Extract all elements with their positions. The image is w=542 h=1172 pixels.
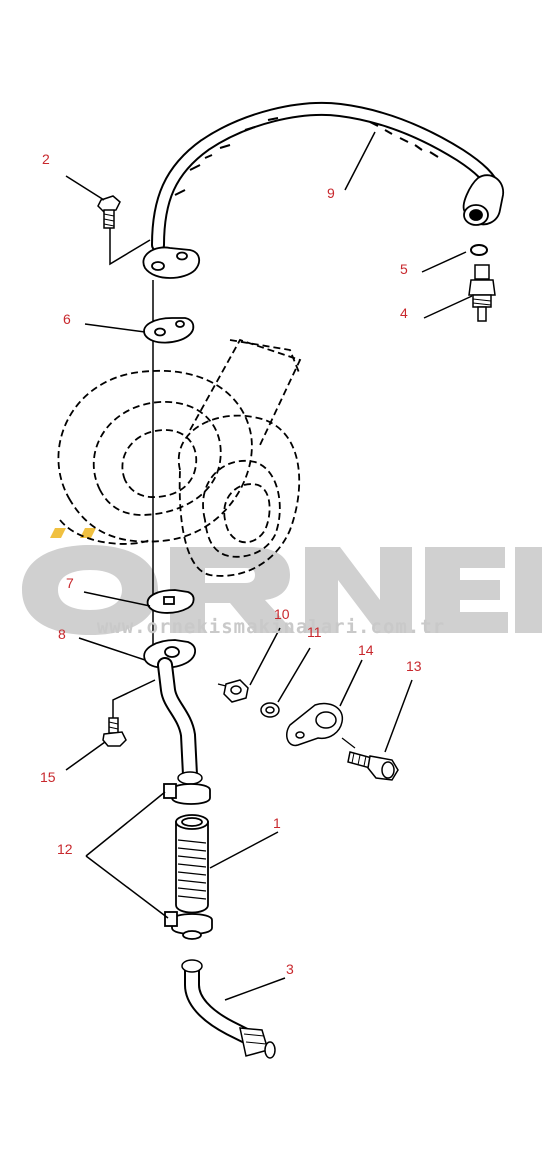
clip-14-axis — [341, 737, 356, 749]
callout-4: 4 — [400, 305, 408, 321]
leader-lines — [65, 131, 473, 1001]
nut-10-axis — [217, 683, 227, 687]
clip-14 — [286, 702, 344, 747]
pipe-3-end-fitting — [181, 959, 276, 1059]
drain-pipe-lower — [184, 962, 258, 1046]
clamp-12-upper — [163, 783, 211, 805]
watermark-logo — [22, 528, 542, 635]
pipe-collar — [177, 771, 203, 785]
bolt-13 — [347, 751, 399, 781]
callout-12: 12 — [57, 841, 73, 857]
callout-5: 5 — [400, 261, 408, 277]
callout-10: 10 — [274, 606, 290, 622]
washer-5 — [470, 244, 488, 256]
gasket-6 — [143, 317, 195, 344]
union-4 — [468, 264, 496, 322]
bolt-2-leader-bracket — [109, 228, 151, 266]
hose-1 — [175, 814, 209, 914]
gasket-7 — [146, 589, 195, 614]
callout-7: 7 — [66, 575, 74, 591]
washer-11 — [260, 702, 280, 718]
callout-13: 13 — [406, 658, 422, 674]
flange-8 — [143, 639, 197, 669]
callout-15: 15 — [40, 769, 56, 785]
callout-2: 2 — [42, 151, 50, 167]
drain-pipe-upper — [157, 657, 198, 783]
top-flange — [142, 246, 201, 279]
nut-10 — [223, 679, 249, 703]
callout-11: 11 — [307, 624, 322, 640]
bolt-2 — [97, 195, 121, 229]
callout-1: 1 — [273, 815, 281, 831]
callout-14: 14 — [358, 642, 374, 658]
pipe-end-fitting — [462, 174, 504, 226]
turbocharger-outline — [57, 338, 302, 577]
callout-9: 9 — [327, 185, 335, 201]
oil-feed-pipe — [151, 101, 502, 252]
bolt-15 — [102, 717, 127, 747]
watermark-url: www.ornekismakinalari.com.tr — [96, 616, 446, 638]
callout-6: 6 — [63, 311, 71, 327]
callout-3: 3 — [286, 961, 294, 977]
callout-8: 8 — [58, 626, 66, 642]
bolt-15-leader-bracket — [112, 679, 156, 718]
clamp-12-lower — [164, 911, 213, 940]
